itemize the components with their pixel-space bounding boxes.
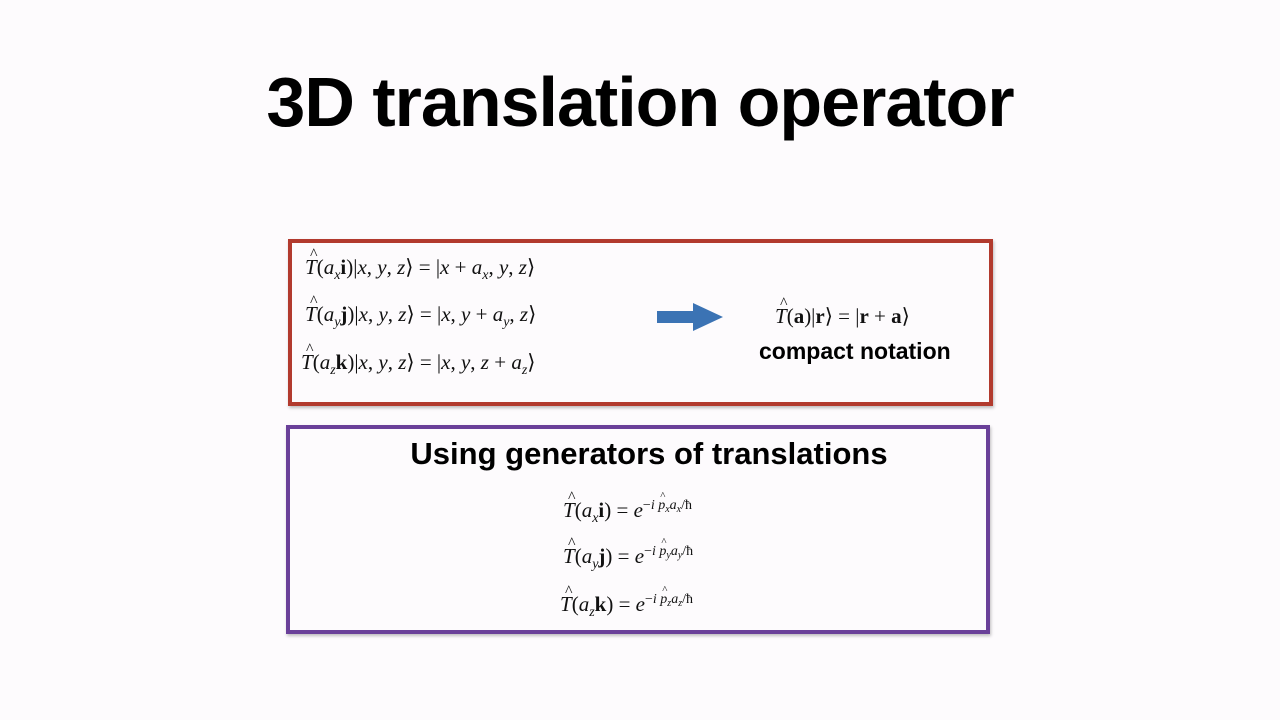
equation-translation-x: T(axi)|x, y, z⟩ = |x + ax, y, z⟩ [305, 242, 535, 283]
translation-equations-box [288, 239, 993, 406]
compact-equation: T(a)|r⟩ = |r + a⟩ [775, 291, 910, 329]
generators-heading: Using generators of translations [410, 436, 888, 471]
slide-title: 3D translation operator [266, 63, 1014, 141]
equation-generator-y: T(ayj) = e−i pyay/ħ [563, 531, 693, 572]
equation-translation-y: T(ayj)|x, y, z⟩ = |x, y + ay, z⟩ [305, 289, 536, 330]
equation-generator-x: T(axi) = e−i pxax/ħ [563, 485, 692, 526]
compact-notation-label: compact notation [759, 338, 951, 364]
equation-generator-z: T(azk) = e−i pzaz/ħ [560, 579, 693, 620]
generators-box [286, 425, 990, 634]
right-arrow-icon [657, 303, 723, 331]
equation-translation-z: T(azk)|x, y, z⟩ = |x, y, z + az⟩ [301, 337, 535, 378]
